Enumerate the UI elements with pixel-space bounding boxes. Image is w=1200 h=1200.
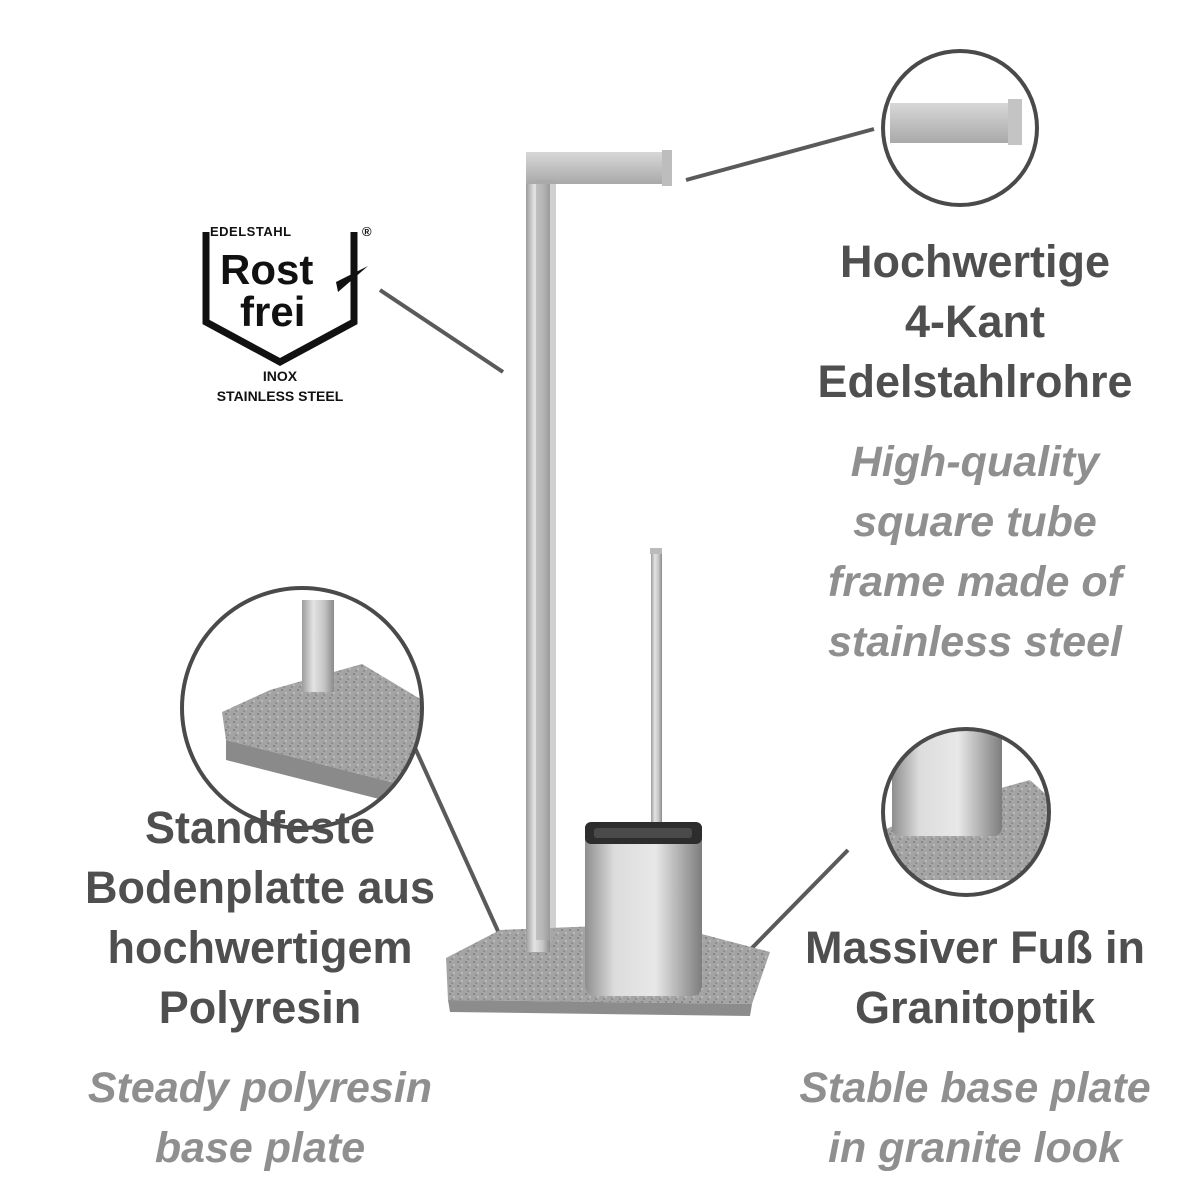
badge-word-frei: frei xyxy=(240,288,306,335)
callout-top-right-en: High-quality square tube frame made of s… xyxy=(827,438,1122,666)
shield-icon xyxy=(202,232,368,366)
brush-holder xyxy=(585,548,702,996)
badge-top-text: EDELSTAHL xyxy=(210,224,292,239)
zoom-circle-bottom-left xyxy=(180,586,424,830)
callout-bottom-left-en: Steady polyresin base plate xyxy=(87,1064,433,1172)
badge-word-rost: Rost xyxy=(220,246,314,293)
stainless-frame xyxy=(526,150,672,952)
callout-bottom-right-en: Stable base plate in granite look xyxy=(799,1064,1151,1172)
zoom-circle-top xyxy=(881,49,1039,207)
callout-bottom-left-de: Standfeste Bodenplatte aus hochwertigem … xyxy=(84,802,436,1033)
callout-top-right-de: Hochwertige 4-Kant Edelstahlrohre xyxy=(817,236,1133,407)
rostfrei-badge: EDELSTAHL ® Rost frei INOX STAINLESS STE… xyxy=(198,222,378,407)
badge-sub-stainless: STAINLESS STEEL xyxy=(216,388,344,404)
callout-bottom-right-de: Massiver Fuß in Granitoptik xyxy=(804,922,1146,1033)
badge-sub-inox: INOX xyxy=(262,368,298,384)
badge-registered-mark: ® xyxy=(362,224,373,239)
zoom-circle-bottom-right xyxy=(881,727,1051,897)
